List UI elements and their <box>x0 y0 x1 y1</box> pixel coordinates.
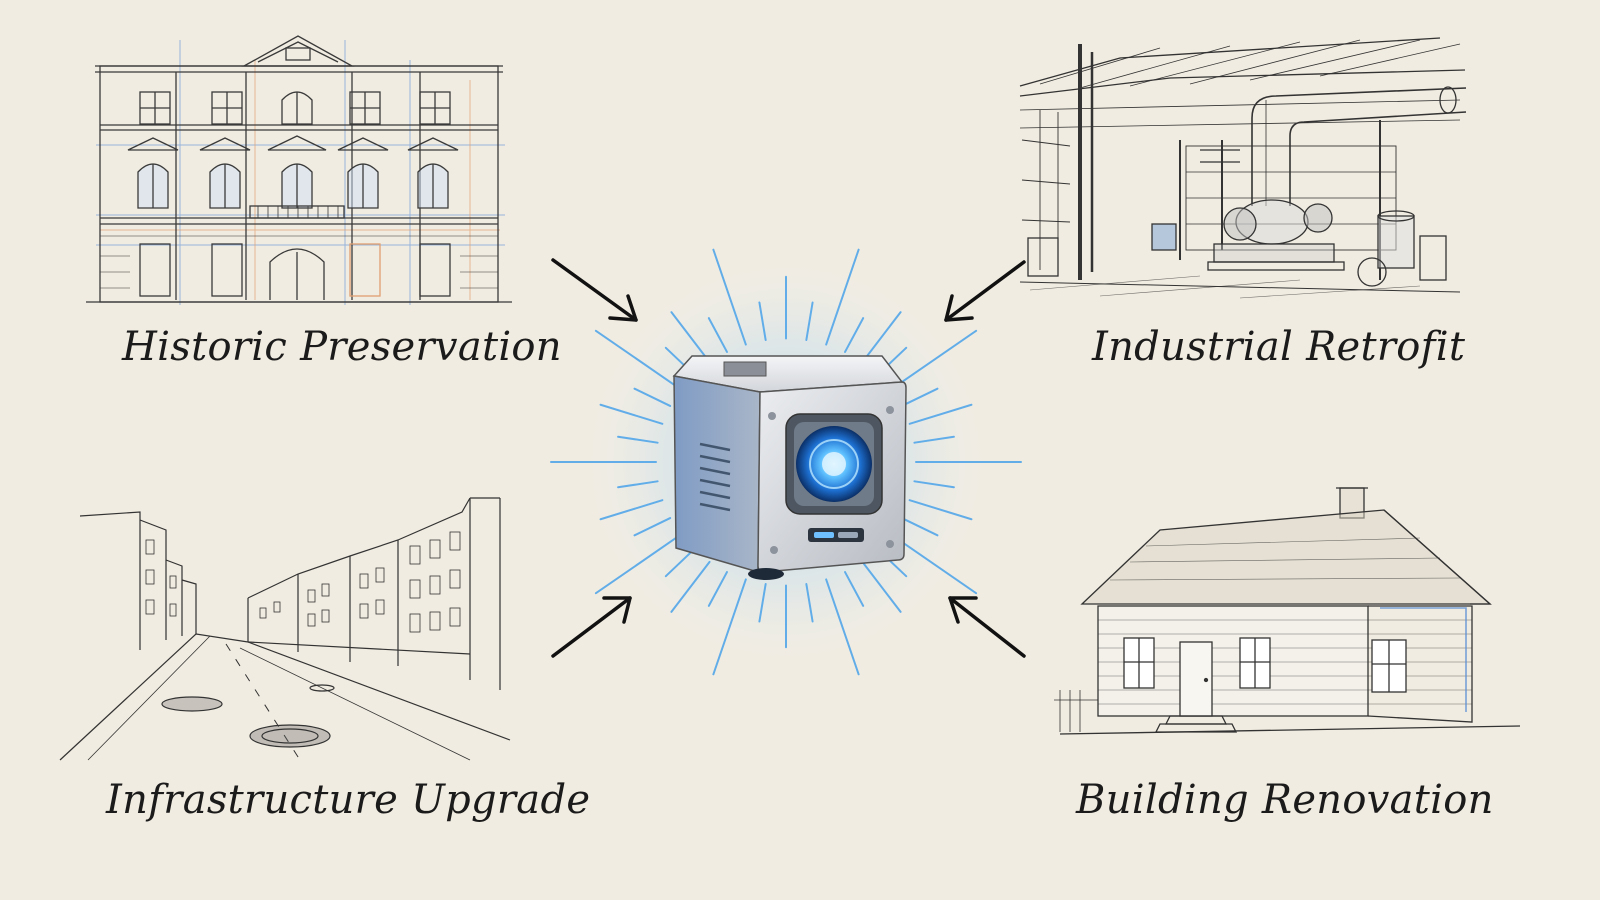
glow-ray <box>825 578 860 676</box>
glow-ray <box>617 435 659 444</box>
label-industrial-retrofit: Industrial Retrofit <box>1092 324 1466 370</box>
street-infrastructure-icon <box>59 497 511 761</box>
glow-ray <box>913 435 955 444</box>
glow-ray <box>861 311 902 364</box>
arrow-from-industrial <box>944 260 1026 322</box>
glow-ray <box>594 533 682 595</box>
house-icon <box>1054 487 1521 735</box>
glow-ray <box>825 248 860 346</box>
glow-ray <box>900 517 939 537</box>
label-building-renovation: Building Renovation <box>1076 777 1494 823</box>
glow-ray <box>758 301 767 342</box>
industrial-plant-icon <box>1019 37 1467 299</box>
glow-ray <box>758 582 767 623</box>
label-historic-preservation: Historic Preservation <box>122 324 562 370</box>
arrows <box>551 258 1026 658</box>
glow-ray <box>908 403 973 425</box>
glow-ray <box>844 317 865 353</box>
glow-ray <box>670 560 711 613</box>
scanner-device-icon <box>672 355 907 580</box>
label-infrastructure-upgrade: Infrastructure Upgrade <box>106 777 591 823</box>
glow-ray <box>805 301 814 342</box>
glow-ray <box>599 499 664 521</box>
glow-ray <box>594 329 682 391</box>
glow-ray <box>861 560 902 613</box>
glow-ray <box>664 548 696 578</box>
glow-ray <box>913 480 955 489</box>
glow-ray <box>707 317 728 353</box>
glow-ray <box>890 533 978 595</box>
historic-building-icon <box>86 35 512 305</box>
arrow-from-historic <box>551 258 638 322</box>
glow-ray <box>617 480 659 489</box>
glow-ray <box>599 403 664 425</box>
glow-ray <box>900 387 939 407</box>
arrow-from-renovation <box>948 596 1026 658</box>
glow-ray <box>712 248 747 346</box>
glow-ray <box>633 387 672 407</box>
glow-ray <box>670 311 711 364</box>
glow-ray <box>805 582 814 623</box>
glow-ray <box>712 578 747 676</box>
glow-ray <box>844 571 865 607</box>
glow-ray <box>908 499 973 521</box>
glow-ray <box>707 571 728 607</box>
arrow-from-infrastructure <box>551 596 632 658</box>
glow-ray <box>890 329 978 391</box>
glow-ray <box>633 517 672 537</box>
